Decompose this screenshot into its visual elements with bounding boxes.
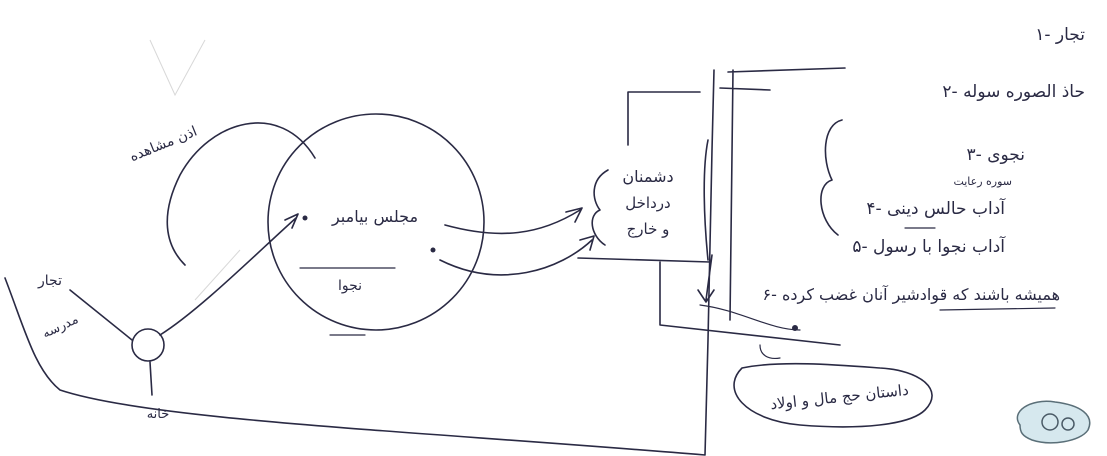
list-item-1: ۱- تجار: [1035, 25, 1085, 45]
list-item-3: ۳- نجوی: [967, 145, 1025, 165]
main-circle-dot-right: [430, 247, 436, 253]
list-item-4: ۴- آداب حالس دینی: [866, 197, 1006, 219]
main-circle: [267, 113, 485, 331]
node-line-down: [149, 361, 153, 396]
left-label-bottom: خانه: [147, 407, 170, 422]
loop-dot: [792, 325, 798, 331]
small-node: [131, 328, 165, 362]
right-divider-line: [719, 67, 846, 321]
curve-label: اذن مشاهده: [128, 124, 200, 166]
bottom-oval: [733, 362, 933, 428]
list-subnote: سوره رعایت: [953, 175, 1012, 188]
list-item-6-underline: [939, 307, 1056, 311]
box-down-arrow: [697, 254, 715, 303]
left-label-top: تجار: [37, 273, 62, 289]
box-right-brace: [703, 139, 709, 261]
main-circle-dot-left: [302, 215, 308, 221]
box-line-3: و خارج: [627, 220, 670, 239]
outer-arc: [166, 122, 316, 266]
scan-artifacts: [149, 39, 241, 301]
box-line-2: درداخل: [625, 194, 670, 212]
box-line-1: دشمنان: [622, 167, 673, 186]
arrow-upper: [444, 207, 583, 235]
box-left-brace: [591, 169, 609, 246]
outer-container: [4, 69, 715, 456]
left-label-mid: مدرسه: [40, 312, 81, 342]
list-item-5: ۵- آداب نجوا با رسول: [852, 235, 1006, 257]
box-top-hook: [627, 91, 701, 146]
box-bottom-line: [577, 257, 841, 346]
list-item-6: ۶- همیشه باشند که قوادشیر آنان غضب کرده: [763, 285, 1060, 305]
loop-path: [699, 304, 801, 360]
circle-sublabel: نجوا: [338, 278, 362, 294]
arrow-lower: [439, 235, 595, 276]
list-item-2: ۲- حاذ الصوره سوله: [942, 82, 1085, 102]
oval-label: داستان حج مال و اولاد: [769, 381, 909, 413]
logo-mark: [1016, 400, 1091, 444]
circle-label: مجلس بیامبر: [331, 207, 418, 227]
right-list: ۱- تجار ۲- حاذ الصوره سوله ۳- نجوی سوره …: [763, 25, 1086, 305]
node-line-right: [159, 213, 299, 336]
node-line-up: [69, 289, 133, 341]
right-brace: [820, 119, 843, 236]
